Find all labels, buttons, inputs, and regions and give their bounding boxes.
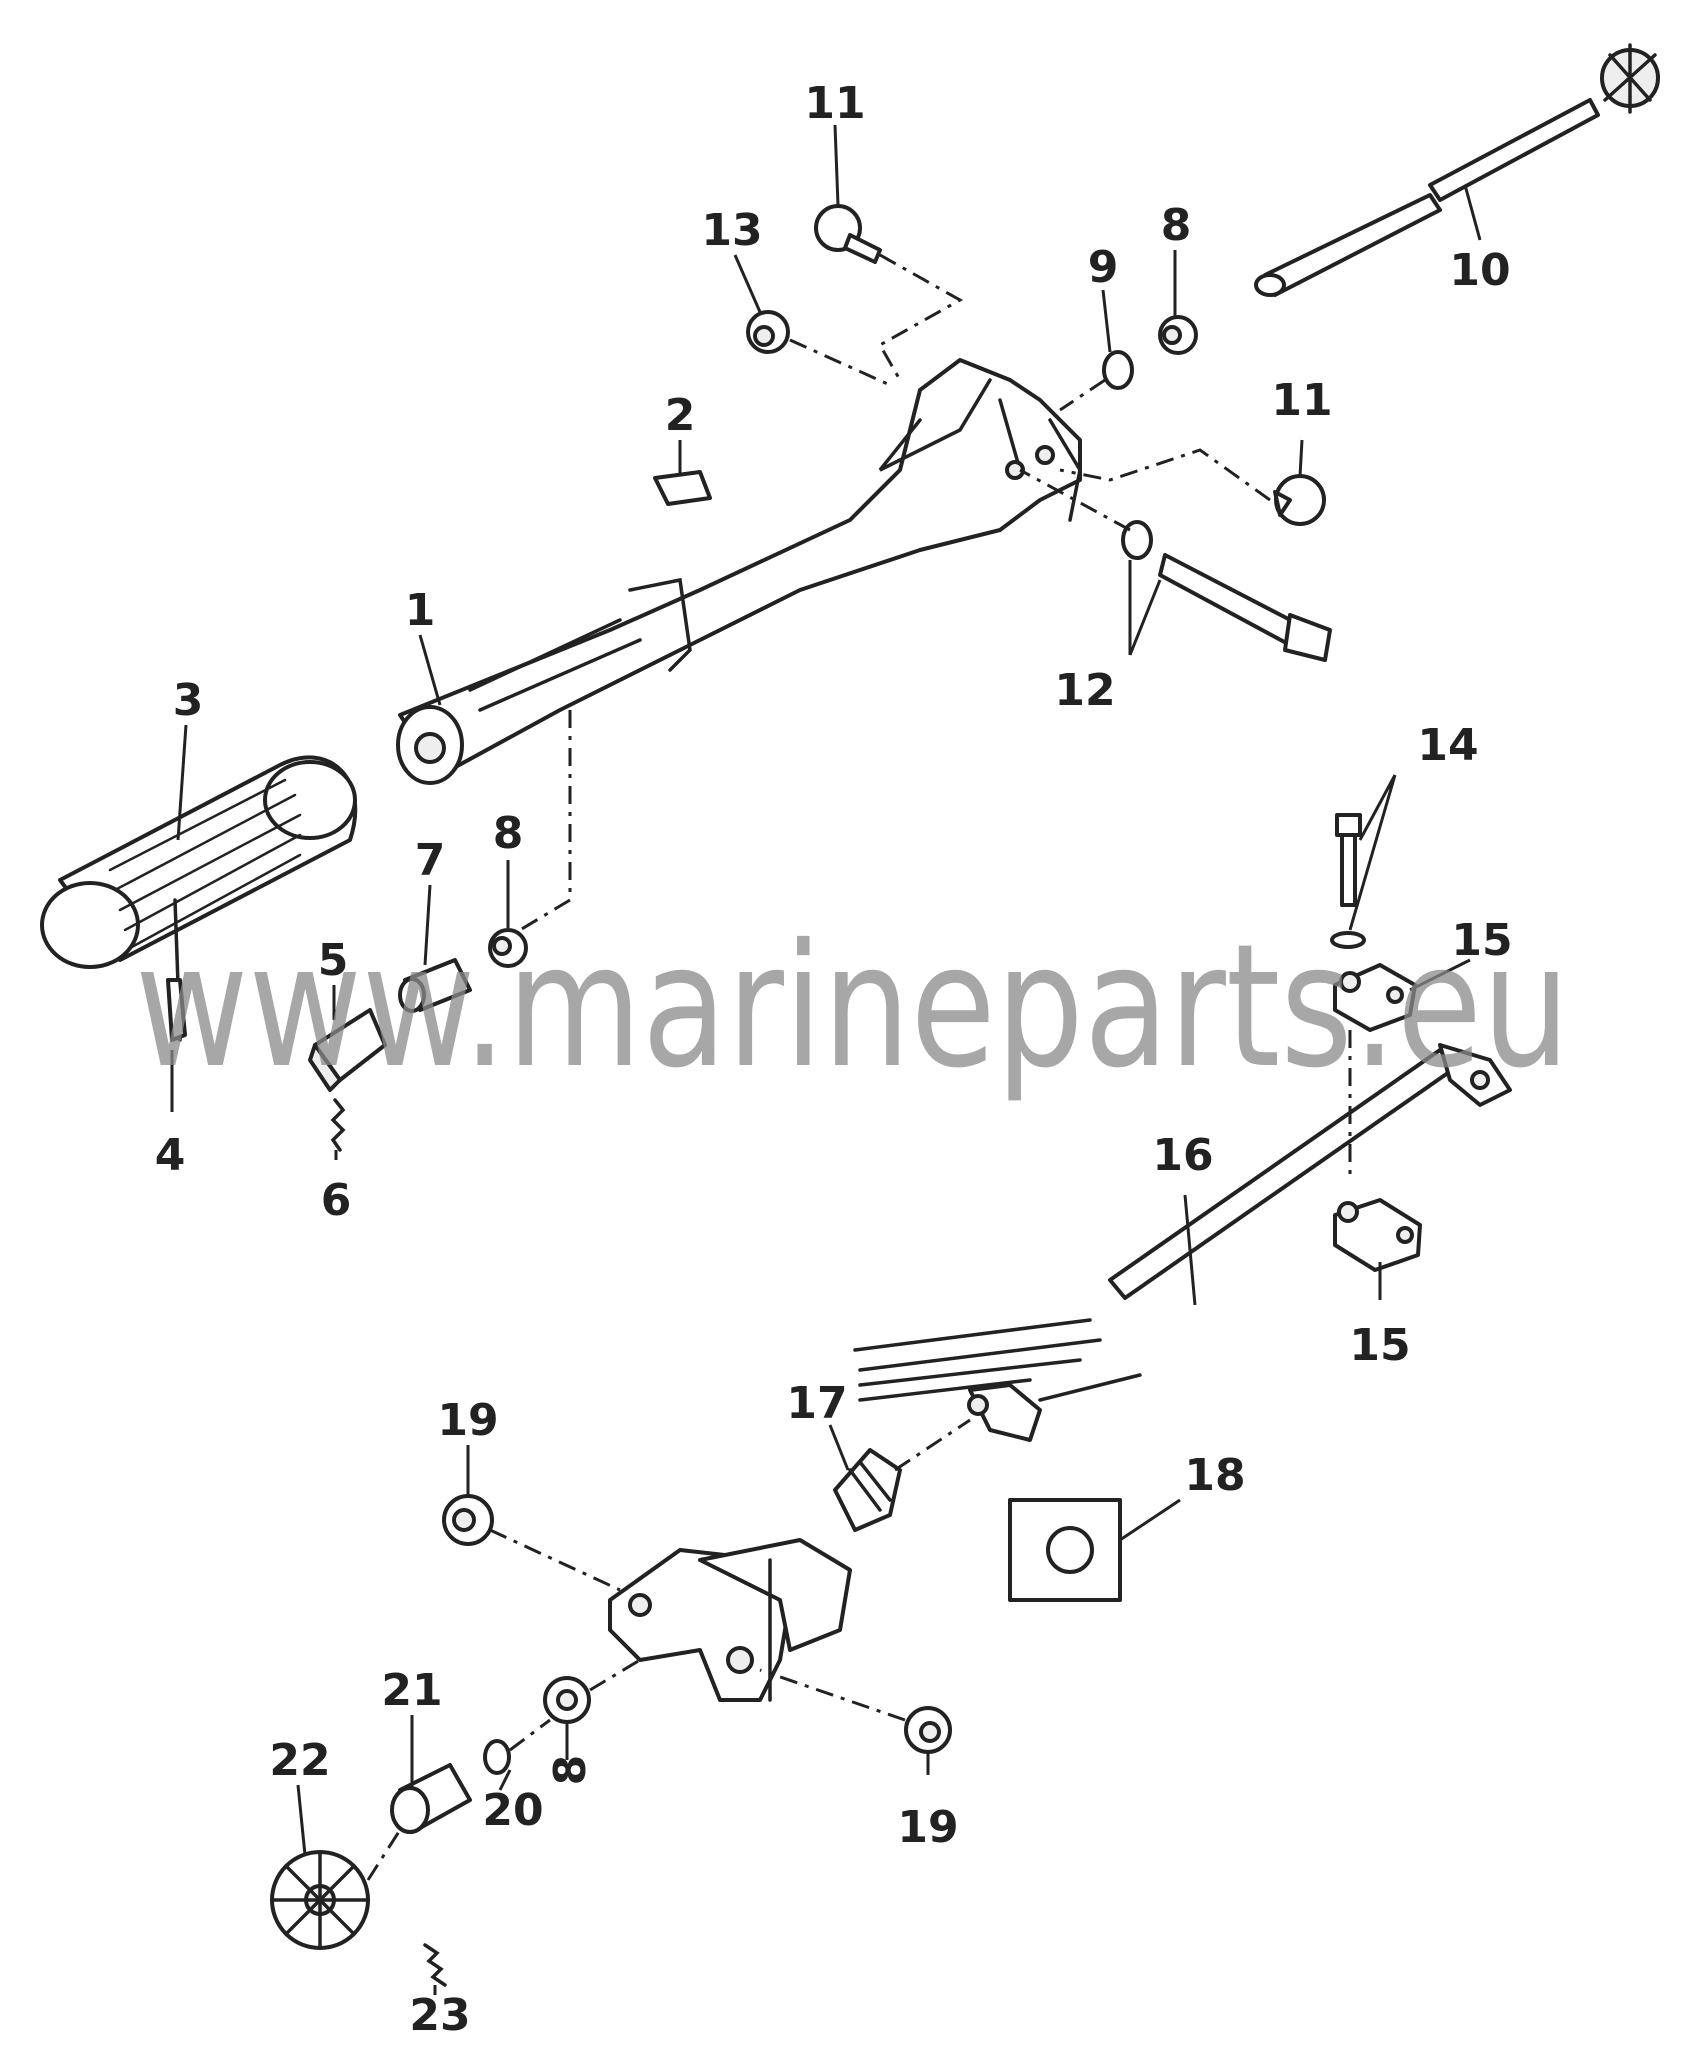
spacer-part-21 <box>390 1763 472 1834</box>
screw-part-4 <box>166 978 187 1042</box>
callout-5: 5 <box>318 935 349 986</box>
clamp-part-15-upper <box>1333 963 1417 1032</box>
callout-9: 9 <box>1088 242 1119 293</box>
callout-8a: 8 <box>493 808 524 859</box>
callout-2: 2 <box>665 390 696 441</box>
callout-3: 3 <box>173 675 204 726</box>
callout-8c: 8 <box>545 1755 596 1786</box>
bushing-part-8c <box>543 1658 641 1724</box>
callout-23: 23 <box>409 1990 470 2041</box>
callout-10: 10 <box>1449 245 1510 296</box>
block-part-5 <box>308 1008 387 1092</box>
shift-bracket-part <box>608 1538 852 1702</box>
decal-part <box>653 440 712 506</box>
bushing-part-8b <box>1158 315 1198 355</box>
callout-22: 22 <box>269 1735 330 1786</box>
callout-1: 1 <box>405 585 436 636</box>
callout-15-upper: 15 <box>1451 915 1512 966</box>
bushing-part-13 <box>746 310 891 387</box>
washer-part-20 <box>483 1718 551 1775</box>
callout-13: 13 <box>701 205 762 256</box>
throttle-grip-part <box>40 755 358 1042</box>
sleeve-part-7 <box>398 958 472 1013</box>
callout-17: 17 <box>786 1378 847 1429</box>
inset-box-part-18 <box>1008 1498 1181 1602</box>
watermark-text: www.marineparts.eu <box>135 908 1570 1106</box>
leader-lines <box>170 124 1482 1995</box>
callout-14: 14 <box>1417 720 1478 771</box>
callout-7: 7 <box>415 835 446 886</box>
link-part-16 <box>1108 1030 1512 1300</box>
callout-21: 21 <box>381 1665 442 1716</box>
link-rod-part-10 <box>1254 43 1660 297</box>
clamp-part-15-lower <box>1333 1198 1422 1272</box>
callout-4: 4 <box>155 1130 186 1181</box>
callout-11-right: 11 <box>1271 375 1332 426</box>
tiller-arm-part <box>396 358 1082 932</box>
callout-labels: 1 2 3 4 5 6 7 8 11 13 9 8 10 11 12 14 15… <box>155 78 1513 2041</box>
spring-part-6 <box>330 1098 346 1152</box>
screw-part-11-right <box>1059 448 1326 526</box>
bolt-part-12 <box>1019 468 1332 662</box>
washer-part-9 <box>1059 350 1134 412</box>
bolt-part-14 <box>1330 813 1366 949</box>
callout-19-right: 19 <box>897 1802 958 1853</box>
callout-8b: 8 <box>1161 200 1192 251</box>
cable-bracket-area <box>853 1318 1142 1442</box>
callout-16: 16 <box>1152 1130 1213 1181</box>
callout-12: 12 <box>1054 665 1115 716</box>
callout-18: 18 <box>1184 1450 1245 1501</box>
callout-20: 20 <box>482 1785 543 1836</box>
callout-19-left: 19 <box>437 1395 498 1446</box>
knob-part-22 <box>270 1829 402 1950</box>
callout-6: 6 <box>321 1175 352 1226</box>
grommet-part-17 <box>833 1418 971 1532</box>
screw-part-11-top <box>814 204 964 381</box>
callout-15-lower: 15 <box>1349 1320 1410 1371</box>
bushing-part-8a <box>488 928 528 968</box>
bushing-part-19-right <box>759 1668 952 1754</box>
screw-part-23 <box>423 1943 447 1987</box>
bushing-part-19-left <box>442 1494 621 1592</box>
callout-11-top: 11 <box>804 78 865 129</box>
